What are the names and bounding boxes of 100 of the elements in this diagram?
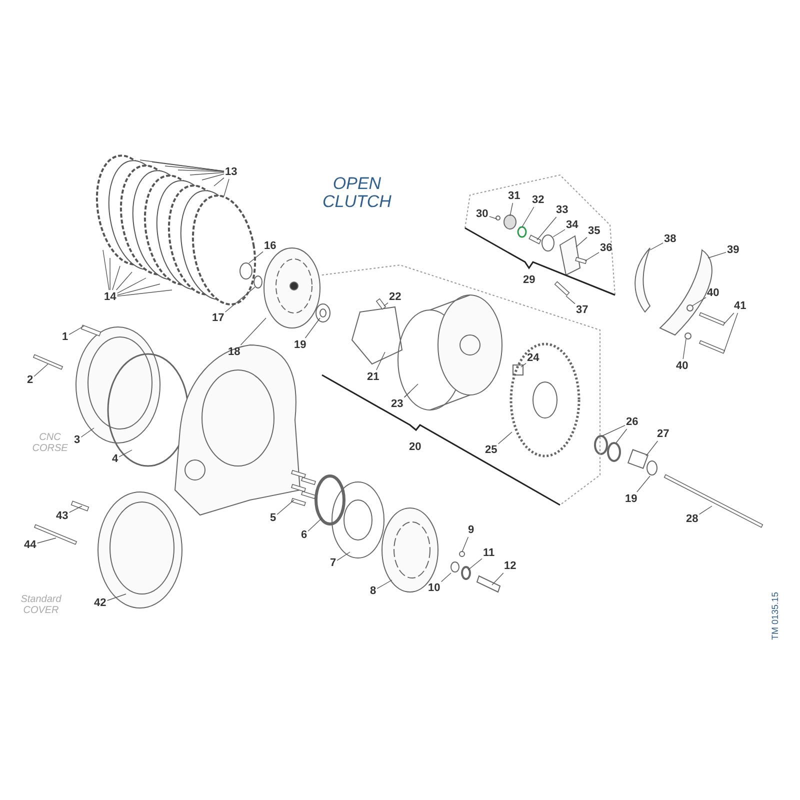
callout-number: 8 bbox=[370, 585, 376, 597]
leader-line bbox=[116, 290, 172, 297]
leader-line bbox=[190, 172, 224, 176]
callout-number: 6 bbox=[301, 529, 308, 541]
callout-number: 13 bbox=[225, 166, 238, 178]
callout-number: 28 bbox=[686, 513, 698, 525]
callout-number: 40 bbox=[676, 360, 688, 372]
leader-line bbox=[34, 364, 48, 377]
leader-line bbox=[602, 424, 626, 436]
callout-number: 9 bbox=[468, 524, 474, 536]
leader-line bbox=[536, 216, 557, 240]
callout-number: 18 bbox=[228, 346, 240, 358]
leader-line bbox=[724, 312, 734, 324]
callout-number: 35 bbox=[588, 225, 600, 237]
callout-number: 43 bbox=[56, 510, 68, 522]
callout-number: 34 bbox=[566, 219, 578, 231]
leader-line bbox=[488, 216, 498, 220]
drawing-reference: TM 0135.15 bbox=[770, 590, 780, 640]
leader-line bbox=[224, 286, 256, 312]
callout-number: 21 bbox=[367, 371, 380, 383]
callout-number: 19 bbox=[294, 339, 306, 351]
leader-line bbox=[650, 242, 664, 250]
callout-number: 3 bbox=[74, 434, 80, 446]
callout-number: 16 bbox=[264, 240, 276, 252]
callout-number: 37 bbox=[576, 304, 588, 316]
callout-number: 32 bbox=[532, 194, 544, 206]
leader-line bbox=[240, 318, 266, 346]
callout-number: 17 bbox=[212, 312, 224, 324]
callout-number: 12 bbox=[504, 560, 516, 572]
leader-line bbox=[404, 384, 418, 398]
variant-note: Standard COVER bbox=[20, 594, 62, 616]
leader-line bbox=[68, 326, 84, 335]
leader-line bbox=[118, 450, 132, 458]
leader-line bbox=[498, 432, 512, 444]
callout-number: 1 bbox=[62, 331, 68, 343]
heading-text: OPEN CLUTCH bbox=[322, 175, 392, 211]
callout-number: 33 bbox=[556, 204, 568, 216]
leader-line bbox=[68, 506, 82, 513]
leader-line bbox=[510, 202, 514, 216]
callout-number: 23 bbox=[391, 398, 404, 410]
callout-number: 31 bbox=[508, 190, 520, 202]
callout-number: 26 bbox=[626, 416, 638, 428]
leader-line bbox=[304, 318, 320, 338]
callout-number: 14 bbox=[104, 291, 116, 303]
leader-line bbox=[522, 206, 534, 228]
leader-line bbox=[552, 229, 566, 238]
callout-number: 44 bbox=[24, 539, 36, 551]
callout-number: 4 bbox=[112, 453, 118, 465]
leader-line bbox=[698, 506, 712, 515]
callout-number: 20 bbox=[409, 441, 422, 453]
leader-line bbox=[152, 162, 224, 172]
callout-number: 25 bbox=[485, 444, 498, 456]
leader-line bbox=[468, 558, 482, 570]
leader-line bbox=[276, 500, 294, 515]
leader-line bbox=[576, 236, 588, 248]
callout-number: 19 bbox=[625, 493, 638, 505]
leader-line bbox=[708, 252, 726, 258]
leader-line bbox=[376, 352, 386, 370]
leader-line bbox=[462, 536, 469, 552]
leader-line bbox=[80, 428, 94, 438]
leader-line bbox=[178, 170, 224, 172]
leader-line bbox=[248, 251, 264, 264]
callout-number: 40 bbox=[707, 287, 720, 299]
leader-line bbox=[724, 312, 738, 352]
leader-line bbox=[116, 272, 132, 290]
callout-number: 24 bbox=[527, 352, 540, 364]
leader-line bbox=[692, 297, 706, 306]
variant-note: CNC CORSE bbox=[31, 432, 69, 454]
callout-number: 22 bbox=[389, 291, 402, 303]
leader-line bbox=[224, 178, 230, 196]
leader-line bbox=[384, 302, 388, 306]
callout-number: 30 bbox=[476, 208, 488, 220]
leader-line bbox=[682, 338, 686, 360]
callout-number: 27 bbox=[657, 428, 670, 440]
leader-line bbox=[164, 166, 224, 172]
leader-line bbox=[308, 518, 322, 532]
leader-line bbox=[116, 284, 160, 296]
leader-line bbox=[440, 572, 452, 582]
leader-line bbox=[520, 362, 526, 368]
leader-line bbox=[116, 278, 146, 294]
callout-number: 41 bbox=[734, 300, 746, 312]
callout-number: 2 bbox=[27, 374, 34, 386]
callout-number: 42 bbox=[94, 597, 106, 609]
callout-number: 36 bbox=[600, 242, 612, 254]
callout-number: 11 bbox=[483, 547, 495, 559]
leader-line bbox=[336, 552, 350, 561]
leader-line bbox=[112, 266, 120, 290]
callout-number: 5 bbox=[270, 512, 276, 524]
leader-line bbox=[584, 252, 600, 262]
callout-number: 39 bbox=[727, 244, 740, 256]
leader-line bbox=[106, 594, 126, 601]
leader-line bbox=[102, 250, 110, 290]
leader-line bbox=[616, 428, 628, 444]
callout-number: 7 bbox=[330, 557, 336, 569]
callout-number: 10 bbox=[428, 582, 440, 594]
callout-number: 29 bbox=[523, 274, 536, 286]
leader-line bbox=[566, 296, 576, 304]
leader-line bbox=[376, 580, 392, 589]
leader-line bbox=[36, 538, 56, 544]
leader-line bbox=[202, 174, 224, 180]
